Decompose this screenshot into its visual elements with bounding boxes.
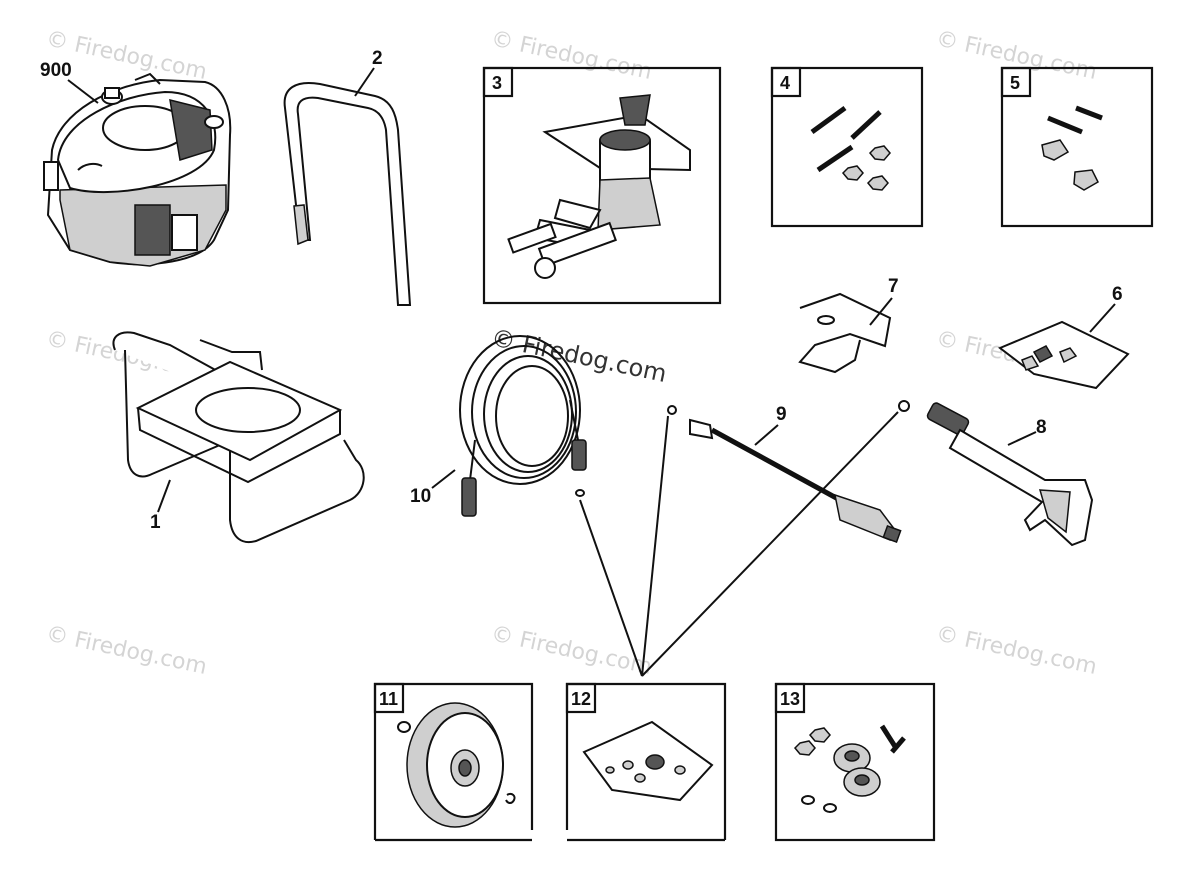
- hose-10: 10: [410, 335, 587, 517]
- box-4-label: 4: [780, 73, 790, 93]
- box-3-pump: 3: [482, 66, 722, 305]
- watermark: © Firedog.com: [934, 621, 1099, 679]
- frame-1: 1: [112, 331, 365, 543]
- nozzle-bag-6: 6: [998, 284, 1130, 390]
- box-11-wheel: 11: [373, 682, 534, 842]
- watermark: © Firedog.com: [489, 26, 654, 84]
- box-5-label: 5: [1010, 73, 1020, 93]
- handle-2: 2: [283, 48, 412, 306]
- box-13-label: 13: [780, 689, 800, 709]
- box-12-hardware: 12: [565, 682, 727, 842]
- callout-6: 6: [1112, 284, 1123, 305]
- callout-1: 1: [150, 512, 161, 533]
- callout-9: 9: [776, 404, 787, 425]
- watermark: © Firedog.com: [489, 621, 654, 679]
- box-12-label: 12: [571, 689, 591, 709]
- engine-900: 900: [40, 60, 232, 267]
- callout-7: 7: [888, 276, 899, 297]
- callout-8: 8: [1036, 417, 1047, 438]
- holder-7: 7: [798, 276, 899, 374]
- callout-10: 10: [410, 486, 431, 507]
- wand-9: 9: [667, 404, 902, 543]
- box-5-bolts: 5: [1000, 66, 1154, 228]
- box-4-bolts: 4: [770, 66, 924, 228]
- callout-900: 900: [40, 60, 72, 81]
- box-3-label: 3: [492, 73, 502, 93]
- gun-8: 8: [898, 400, 1094, 547]
- leader-lines: [579, 411, 899, 677]
- watermark-center: © Firedog.com: [489, 323, 669, 388]
- box-11-label: 11: [379, 689, 398, 709]
- callout-2: 2: [372, 48, 383, 69]
- watermark: © Firedog.com: [44, 621, 209, 679]
- box-13-hardware: 13: [774, 682, 936, 842]
